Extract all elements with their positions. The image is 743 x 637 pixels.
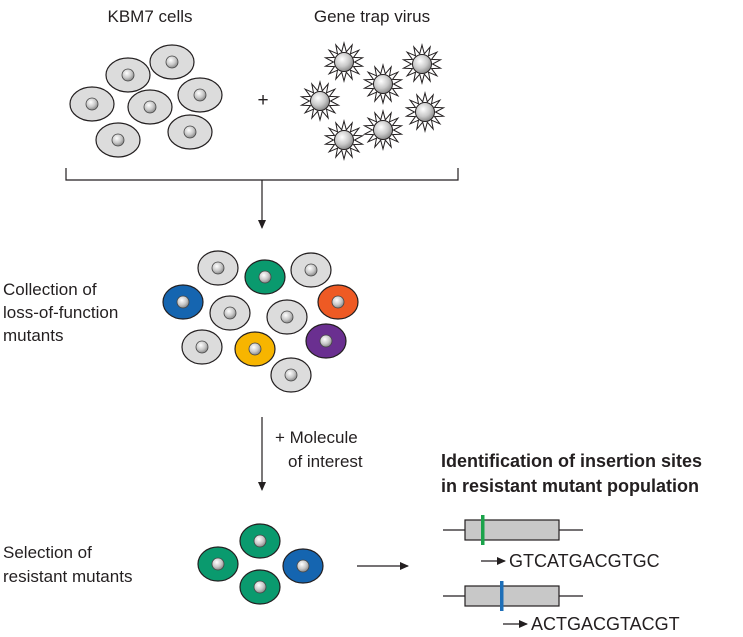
cell — [266, 299, 308, 335]
cell — [105, 57, 151, 93]
kbm7-cells-label: KBM7 cells — [107, 7, 193, 26]
plus-sign: + — [257, 90, 269, 111]
collection-label-line3: mutants — [3, 326, 64, 345]
virus-particle — [323, 119, 365, 161]
cell-mutant-green — [244, 259, 286, 295]
molecule-label-line2: of interest — [288, 452, 363, 471]
sequence-2: ACTGACGTACGT — [531, 614, 680, 634]
kbm7-cells-group — [69, 44, 223, 158]
cell-mutant-orange — [317, 284, 359, 320]
identification-heading-line2: in resistant mutant population — [441, 476, 700, 496]
virus-particle — [404, 91, 446, 133]
insertion-site-1 — [443, 515, 583, 565]
gene-trap-virus-label: Gene trap virus — [313, 7, 431, 26]
insertion-site-2 — [443, 581, 583, 628]
cell — [209, 295, 251, 331]
resistant-mutants-group — [197, 523, 324, 605]
mutant-collection-group — [162, 250, 359, 393]
gene-trap-virus-group — [299, 41, 446, 161]
cell — [270, 357, 312, 393]
cell — [290, 252, 332, 288]
virus-particle — [323, 41, 365, 83]
identification-heading-line1: Identification of insertion sites — [441, 451, 703, 471]
insertion-marker-green — [481, 515, 485, 545]
selection-label-line1: Selection of — [3, 543, 92, 562]
molecule-label-line1: + Molecule — [275, 428, 358, 447]
cell-resistant-green — [197, 546, 239, 582]
insertion-marker-blue — [500, 581, 504, 611]
virus-particle — [362, 109, 404, 151]
cell-mutant-purple — [305, 323, 347, 359]
sequence-1: GTCATGACGTGC — [509, 551, 660, 571]
selection-label-line2: resistant mutants — [3, 567, 133, 586]
cell-resistant-green — [239, 569, 281, 605]
gene-box — [464, 585, 560, 607]
cell-resistant-green — [239, 523, 281, 559]
virus-particle — [362, 63, 404, 105]
cell — [149, 44, 195, 80]
cell — [167, 114, 213, 150]
virus-particle — [401, 43, 443, 85]
cell-mutant-yellow — [234, 331, 276, 367]
cell — [197, 250, 239, 286]
cell — [177, 77, 223, 113]
cell — [181, 329, 223, 365]
cell — [69, 86, 115, 122]
collection-label-line1: Collection of — [3, 280, 97, 299]
collection-label-line2: loss-of-function — [3, 303, 119, 322]
cell-mutant-blue — [162, 284, 204, 320]
gene-box — [464, 519, 560, 541]
merge-bracket — [65, 168, 459, 181]
cell-resistant-blue — [282, 548, 324, 584]
cell — [127, 89, 173, 125]
cell — [95, 122, 141, 158]
virus-particle — [299, 80, 341, 122]
